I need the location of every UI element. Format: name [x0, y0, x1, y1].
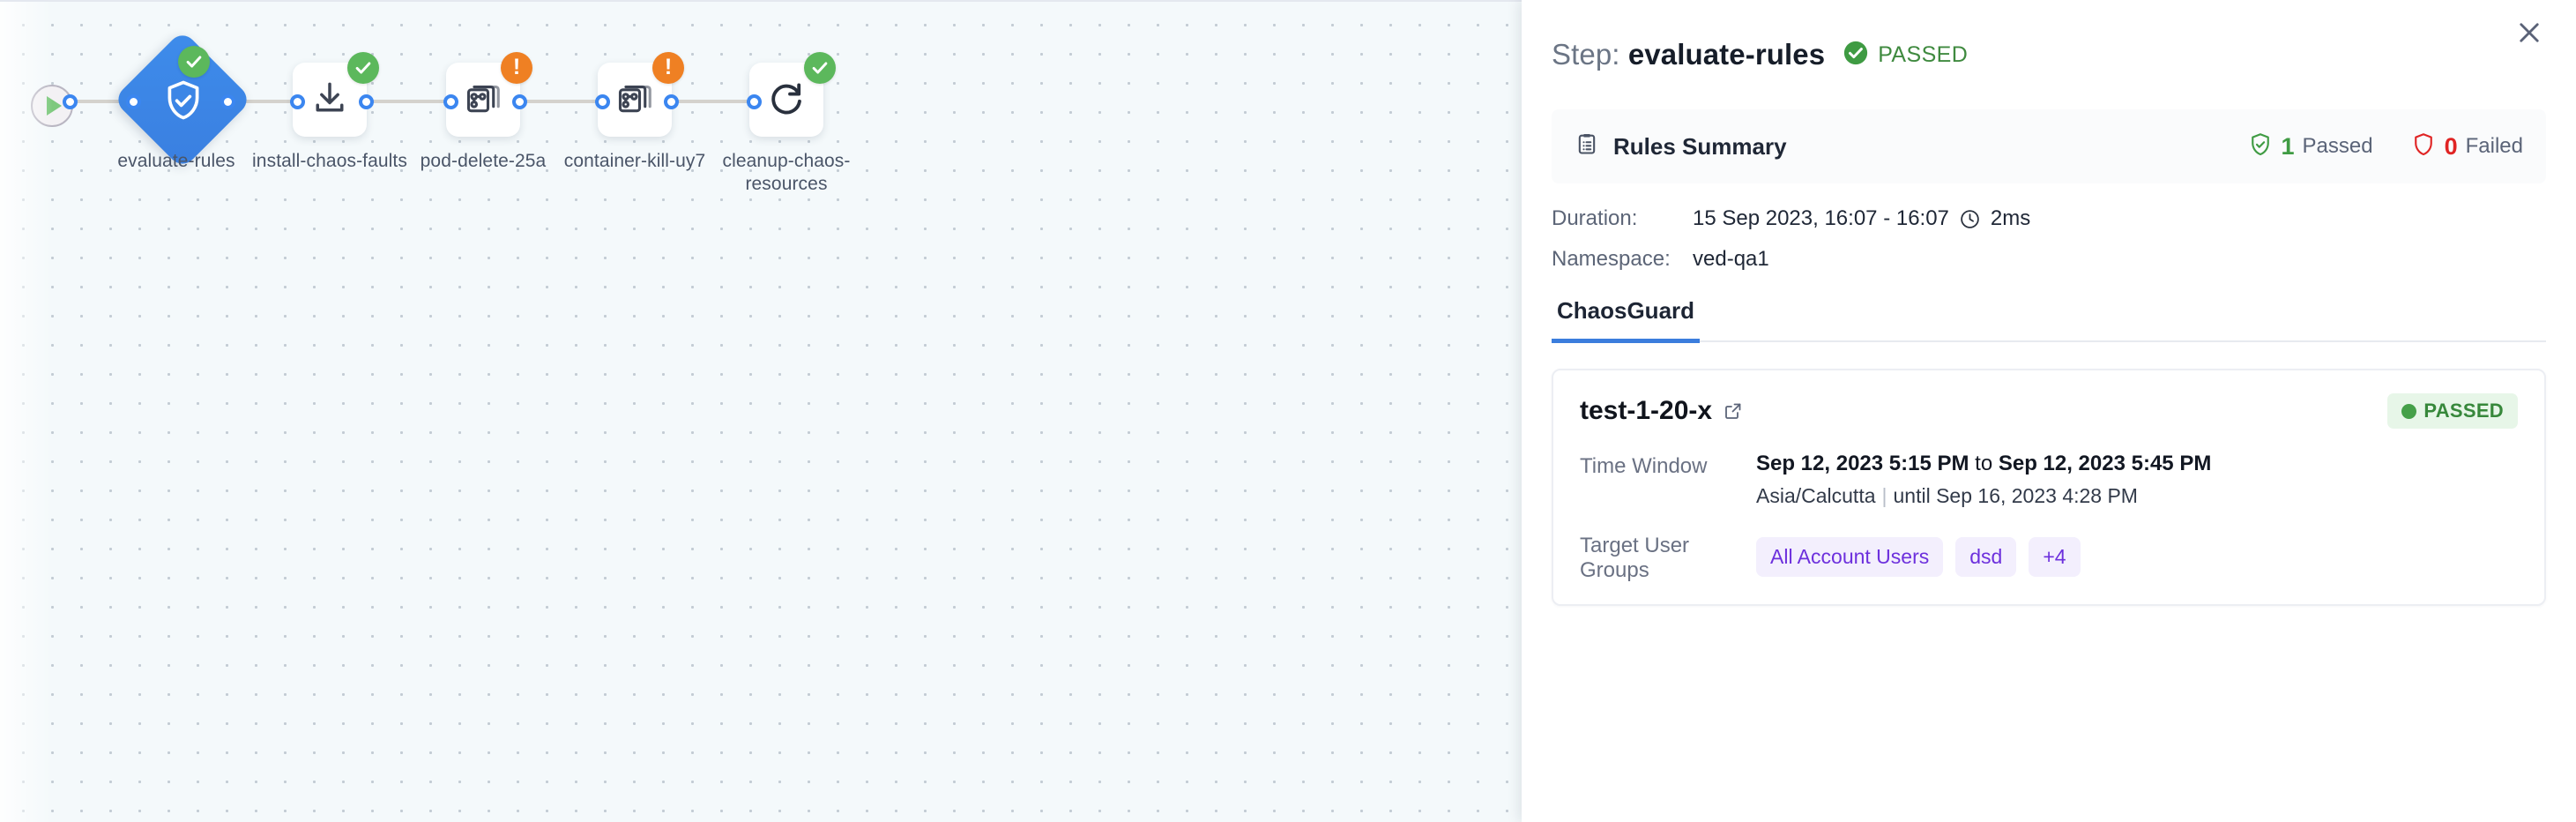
- test-status-badge: PASSED: [2387, 393, 2518, 429]
- step-detail-panel: Step: evaluate-rules PASSED: [1522, 0, 2576, 822]
- step-metadata: Duration: 15 Sep 2023, 16:07 - 16:07 2ms…: [1522, 183, 2576, 272]
- tab-chaosguard[interactable]: ChaosGuard: [1552, 297, 1701, 343]
- external-link-icon[interactable]: [1723, 400, 1744, 422]
- port-install-in[interactable]: [290, 94, 305, 109]
- download-icon: [310, 78, 349, 122]
- failed-label: Failed: [2465, 134, 2523, 158]
- edge-evaluate-to-install: [231, 100, 305, 103]
- pipeline-node-label: container-kill-uy7: [563, 151, 706, 171]
- time-window-value: Sep 12, 2023 5:15 PM to Sep 12, 2023 5:4…: [1756, 452, 2518, 508]
- passed-label: Passed: [2302, 134, 2373, 158]
- status-badge-success: [804, 52, 836, 84]
- port-evaluate-rules-out[interactable]: [220, 94, 235, 109]
- page-title: Step: evaluate-rules: [1552, 38, 1825, 71]
- pipeline-canvas[interactable]: evaluate-rules install-chaos-faults: [0, 0, 1522, 822]
- status-dot-icon: [2401, 403, 2417, 419]
- until-text: until Sep 16, 2023 4:28 PM: [1893, 484, 2138, 507]
- edge-install-to-pod-delete: [369, 100, 460, 103]
- namespace-label: Namespace:: [1552, 247, 1671, 271]
- port-pod-delete-out[interactable]: [512, 94, 527, 109]
- step-name-label: evaluate-rules: [1627, 38, 1826, 71]
- namespace-value: ved-qa1: [1693, 247, 1769, 271]
- panel-tabs: ChaosGuard: [1552, 288, 2546, 343]
- shield-icon: [2410, 131, 2437, 162]
- duration-label: Duration:: [1552, 206, 1638, 230]
- port-pod-delete-in[interactable]: [443, 94, 458, 109]
- edge-container-kill-to-cleanup: [672, 100, 763, 103]
- exclamation-glyph: !: [512, 54, 521, 79]
- close-icon[interactable]: [2509, 12, 2550, 53]
- failed-count: 0: [2444, 132, 2458, 160]
- chaos-experiment-icon: [615, 78, 654, 122]
- time-window-row: Time Window Sep 12, 2023 5:15 PM to Sep …: [1580, 452, 2518, 508]
- duration-row: Duration: 15 Sep 2023, 16:07 - 16:07 2ms: [1552, 206, 2546, 231]
- passed-count: 1: [2281, 132, 2295, 160]
- check-circle-icon: [1843, 40, 1869, 71]
- test-name-text: test-1-20-x: [1580, 396, 1713, 425]
- rules-summary-label: Rules Summary: [1613, 132, 1787, 160]
- pipeline-node-label: pod-delete-25a: [420, 151, 547, 171]
- port-evaluate-rules-in[interactable]: [126, 94, 141, 109]
- rules-summary-card: Rules Summary 1 Passed: [1552, 109, 2546, 183]
- time-window-label: Time Window: [1580, 454, 1708, 478]
- rules-summary-title: Rules Summary: [1575, 131, 1787, 162]
- user-group-chip[interactable]: dsd: [1955, 537, 2017, 577]
- play-icon: [46, 96, 62, 116]
- port-start-out[interactable]: [63, 94, 78, 109]
- port-install-out[interactable]: [359, 94, 374, 109]
- divider-glyph: |: [1881, 484, 1887, 507]
- status-badge-warning: !: [652, 52, 684, 84]
- refresh-icon: [766, 78, 807, 123]
- rules-summary-counts: 1 Passed 0 Failed: [2247, 131, 2523, 162]
- clipboard-icon: [1575, 131, 1599, 162]
- exclamation-glyph: !: [664, 54, 673, 79]
- time-window-separator: to: [1969, 452, 1999, 475]
- target-user-groups-chips: All Account Users dsd +4: [1756, 531, 2518, 583]
- test-card-header: test-1-20-x PASSED: [1580, 393, 2518, 429]
- shield-check-icon: [159, 76, 208, 125]
- status-text: PASSED: [1878, 41, 1969, 67]
- pipeline-node-label: evaluate-rules: [117, 151, 235, 171]
- passed-count-group: 1 Passed: [2247, 131, 2373, 162]
- duration-value-group: 15 Sep 2023, 16:07 - 16:07 2ms: [1693, 206, 2030, 231]
- chaos-experiment-icon: [464, 78, 503, 122]
- edge-start-to-evaluate: [69, 100, 148, 103]
- time-window-timezone-line: Asia/Calcutta| until Sep 16, 2023 4:28 PM: [1756, 484, 2518, 508]
- clock-icon: [1959, 208, 1981, 230]
- time-window-start: Sep 12, 2023 5:15 PM: [1756, 452, 1969, 475]
- timezone-text: Asia/Calcutta: [1756, 484, 1876, 507]
- target-user-groups-label: Target User Groups: [1580, 534, 1690, 582]
- step-prefix-label: Step:: [1552, 38, 1620, 71]
- failed-count-group: 0 Failed: [2410, 131, 2523, 162]
- duration-elapsed: 2ms: [1990, 206, 2031, 230]
- port-container-kill-in[interactable]: [595, 94, 610, 109]
- time-window-end: Sep 12, 2023 5:45 PM: [1998, 452, 2212, 475]
- edge-pod-delete-to-container-kill: [520, 100, 612, 103]
- shield-check-icon: [2247, 131, 2274, 162]
- pipeline-node-label: cleanup-chaos-resources: [722, 151, 851, 195]
- duration-range: 15 Sep 2023, 16:07 - 16:07: [1693, 206, 1949, 230]
- panel-header: Step: evaluate-rules PASSED: [1522, 0, 2576, 109]
- namespace-row: Namespace: ved-qa1: [1552, 247, 2546, 272]
- user-group-chip[interactable]: All Account Users: [1756, 537, 1944, 577]
- status-badge: PASSED: [1843, 40, 1968, 71]
- user-group-overflow-chip[interactable]: +4: [2029, 537, 2081, 577]
- port-container-kill-out[interactable]: [664, 94, 679, 109]
- pipeline-node-label: install-chaos-faults: [252, 151, 407, 171]
- test-name: test-1-20-x: [1580, 396, 1744, 426]
- status-badge-success: [347, 52, 379, 84]
- time-window-range: Sep 12, 2023 5:15 PM to Sep 12, 2023 5:4…: [1756, 452, 2518, 476]
- port-cleanup-in[interactable]: [747, 94, 762, 109]
- chaosguard-test-card: test-1-20-x PASSED Time Window: [1552, 369, 2546, 606]
- target-user-groups-row: Target User Groups All Account Users dsd…: [1580, 531, 2518, 583]
- test-status-text: PASSED: [2423, 400, 2504, 422]
- status-badge-warning: !: [501, 52, 532, 84]
- status-badge-success: [178, 46, 210, 78]
